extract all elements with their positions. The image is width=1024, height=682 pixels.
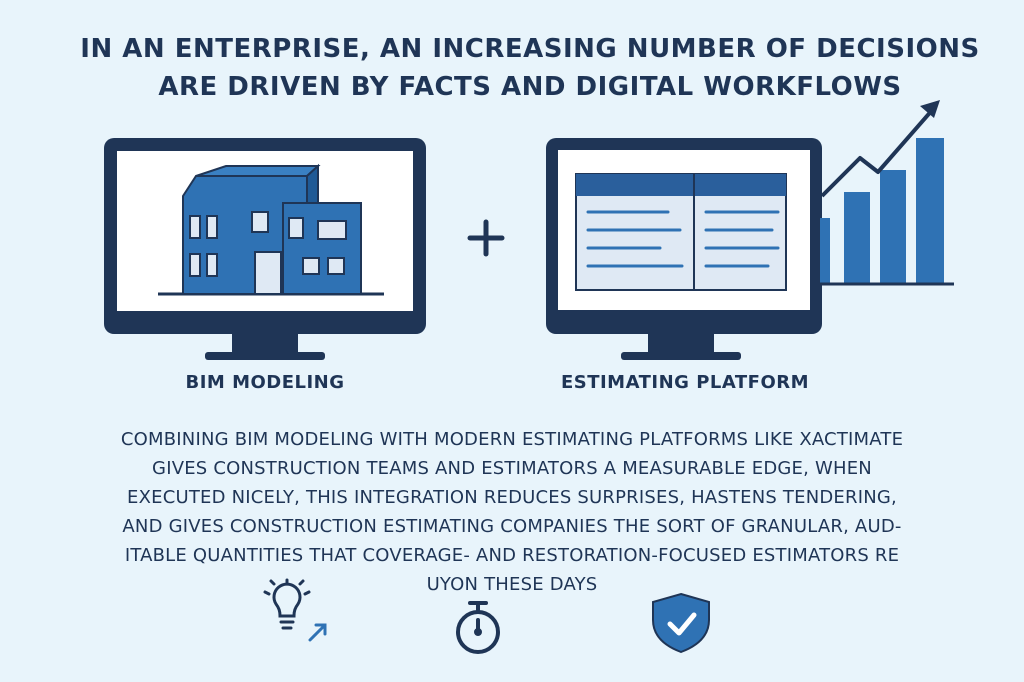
spreadsheet-icon (575, 173, 787, 291)
headline: IN AN ENTERPRISE, AN INCREASING NUMBER O… (60, 30, 1000, 106)
building-icon (158, 163, 384, 296)
body-line-3: EXECUTED NICELY, THIS INTEGRATION REDUCE… (127, 487, 897, 508)
headline-line-1: IN AN ENTERPRISE, AN INCREASING NUMBER O… (80, 34, 980, 64)
body-line-6: UYON THESE DAYS (426, 574, 598, 595)
body-paragraph: COMBINING BIM MODELING WITH MODERN ESTIM… (40, 425, 984, 599)
lightbulb-icon (263, 578, 327, 642)
body-line-5: ITABLE QUANTITIES THAT COVERAGE- AND RES… (124, 545, 900, 566)
body-line-4: AND GIVES CONSTRUCTION ESTIMATING COMPAN… (122, 516, 902, 537)
stopwatch-icon (456, 601, 500, 654)
body-line-1: COMBINING BIM MODELING WITH MODERN ESTIM… (120, 429, 904, 450)
plus-icon (467, 219, 505, 257)
growth-chart-icon (816, 100, 954, 286)
caption-estimating-platform: ESTIMATING PLATFORM (560, 372, 810, 393)
caption-bim-modeling: BIM MODELING (185, 372, 345, 393)
headline-line-2: ARE DRIVEN BY FACTS AND DIGITAL WORKFLOW… (158, 72, 902, 102)
shield-check-icon (652, 592, 710, 654)
body-line-2: GIVES CONSTRUCTION TEAMS AND ESTIMATORS … (152, 458, 872, 479)
